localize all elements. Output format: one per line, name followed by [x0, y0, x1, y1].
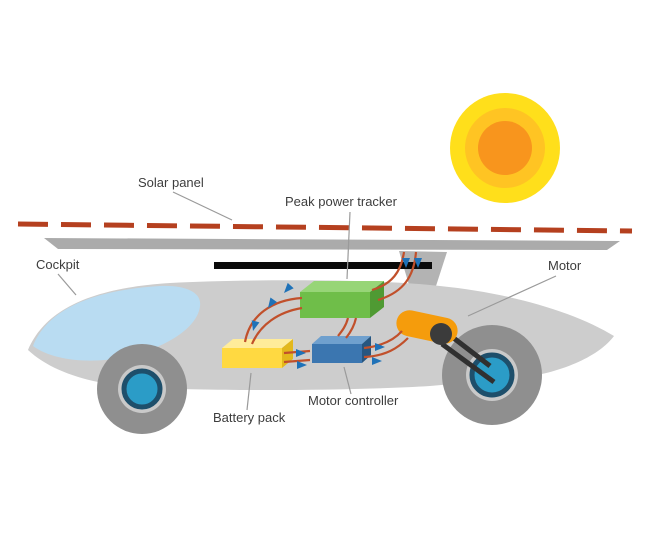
motor-controller-box [312, 336, 371, 363]
label-solar-panel: Solar panel [138, 175, 204, 190]
flow-arrow [402, 258, 410, 268]
motor-assembly [396, 310, 458, 345]
label-peak-power-tracker: Peak power tracker [285, 194, 398, 209]
battery-front-face [222, 348, 282, 368]
tracker-front-face [300, 292, 370, 318]
wire-tracker-to-battery-1 [243, 296, 303, 343]
wire-tracker-to-battery-2 [250, 306, 303, 345]
cockpit-glass [33, 285, 201, 361]
flow-arrow [284, 282, 294, 293]
rear-hub [469, 352, 515, 398]
sun-icon [450, 93, 560, 203]
wire-tracker-to-controller-2 [345, 317, 358, 339]
label-line-peak-power-tracker [346, 211, 351, 280]
flow-arrows [251, 258, 422, 369]
battery-top-face [222, 339, 293, 348]
flow-arrow [372, 357, 382, 365]
solar-panel-board [44, 238, 620, 250]
label-motor-controller: Motor controller [308, 393, 399, 408]
label-line-cockpit [57, 273, 77, 296]
labels: Solar panel Peak power tracker Cockpit M… [36, 175, 582, 425]
tracker-top-face [300, 281, 384, 292]
flow-arrow [268, 297, 278, 308]
wire-controller-to-motor-1 [363, 330, 403, 350]
flow-arrow [296, 349, 306, 357]
peak-power-tracker-box [300, 281, 384, 318]
controller-front-face [312, 344, 362, 363]
motor-pulley [430, 323, 452, 345]
solar-cell-dash-line [17, 221, 633, 234]
label-cockpit: Cockpit [36, 257, 80, 272]
wire-controller-to-motor-2 [363, 337, 409, 359]
sun-core [478, 121, 532, 175]
solar-panel-cells [17, 221, 633, 234]
wire-panel-to-tracker-1 [371, 251, 406, 292]
rear-hub-ring [469, 352, 515, 398]
flow-arrow [414, 258, 422, 268]
label-line-solar-panel [172, 191, 233, 221]
battery-pack-box [222, 339, 293, 368]
label-line-motor [467, 275, 557, 317]
wire-tracker-to-controller-1 [337, 317, 350, 337]
label-line-battery-pack [246, 372, 252, 411]
label-battery-pack: Battery pack [213, 410, 286, 425]
front-hub [121, 368, 163, 410]
front-hub-ring [121, 368, 163, 410]
controller-top-face [312, 336, 371, 344]
panel-support-bar [214, 262, 432, 269]
flow-arrow [297, 361, 307, 369]
label-lines [57, 191, 557, 411]
label-line-motor-controller [343, 366, 352, 395]
flow-arrow [251, 320, 260, 331]
belt-bottom-run [440, 341, 496, 385]
flow-arrow [375, 343, 385, 351]
label-motor: Motor [548, 258, 582, 273]
front-wheel [97, 344, 187, 434]
